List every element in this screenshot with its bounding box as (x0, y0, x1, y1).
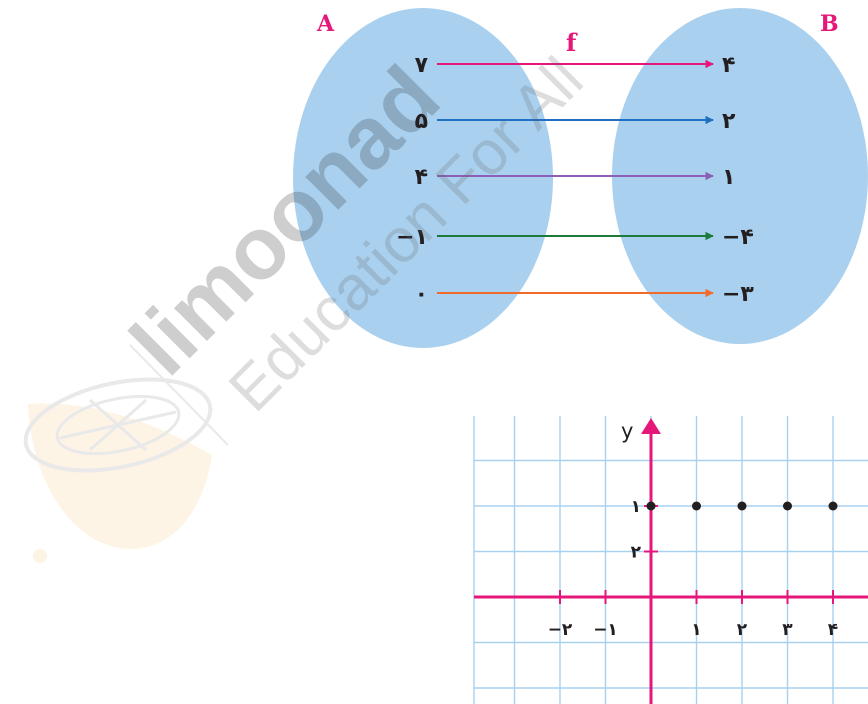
function-label: f (566, 28, 578, 57)
data-point (783, 501, 792, 511)
domain-element: ۴ (415, 165, 428, 190)
x-tick-label: −۱ (593, 620, 618, 640)
data-point (737, 501, 747, 511)
domain-element: −۱ (396, 225, 428, 250)
domain-element: ۰ (415, 282, 428, 307)
set-b-label: B (820, 11, 839, 37)
codomain-element: −۴ (722, 225, 754, 250)
axis-ticks: −۲ −۱ ۱ ۲ ۳ ۴ ۱ ۲ (548, 497, 839, 640)
set-b-ellipse (612, 8, 868, 344)
y-axis-label: y (621, 419, 633, 443)
data-point (828, 501, 838, 511)
data-point (692, 501, 701, 511)
x-tick-label: −۲ (548, 620, 573, 640)
codomain-element: ۴ (722, 53, 735, 78)
domain-element: ۵ (415, 109, 428, 134)
domain-element: ۷ (415, 53, 429, 78)
x-tick-label: ۲ (737, 620, 748, 640)
x-tick-label: ۳ (782, 620, 793, 640)
coordinate-graph: y −۲ −۱ ۱ ۲ ۳ ۴ ۱ ۲ (473, 416, 868, 704)
codomain-element: ۱ (722, 165, 735, 190)
y-axis-arrow-icon (641, 418, 661, 434)
data-point (646, 501, 656, 511)
set-a-ellipse (293, 8, 553, 348)
mapping-diagram: A B f ۷ ۴ ۵ ۲ ۴ ۱ −۱ −۴ ۰ −۳ (293, 8, 868, 348)
y-tick-label: ۲ (631, 543, 642, 563)
mapping-pairs: ۷ ۴ ۵ ۲ ۴ ۱ −۱ −۴ ۰ −۳ (396, 53, 754, 307)
x-tick-label: ۴ (828, 620, 838, 640)
grid-lines (473, 416, 868, 704)
lemon-icon (23, 377, 213, 563)
y-tick-label: ۱ (631, 497, 641, 517)
data-points (646, 501, 838, 511)
codomain-element: −۳ (722, 282, 754, 307)
x-tick-label: ۱ (691, 620, 701, 640)
set-a-label: A (316, 11, 335, 37)
watermark-divider (129, 344, 229, 446)
codomain-element: ۲ (722, 109, 736, 134)
